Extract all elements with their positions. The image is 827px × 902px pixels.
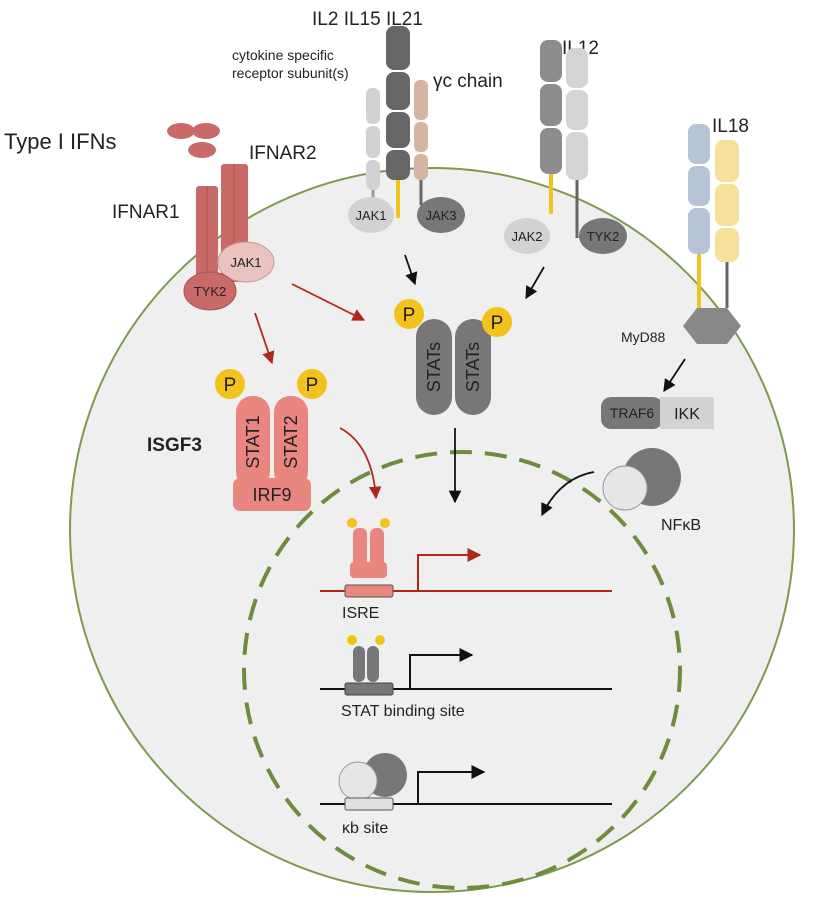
gamma-c-chain-label: γc chain [433,71,503,92]
ifnar-jak1-label: JAK1 [230,255,261,270]
il12-tyk2-label: TYK2 [587,229,620,244]
kb-site-box [344,797,394,811]
stat-site-box [344,682,394,696]
type1-ifns-label: Type I IFNs [4,129,116,154]
isgf3-bound-isre [347,518,390,578]
il12-receptor-beta1 [540,40,562,214]
kb-site-label: κb site [342,820,388,837]
ifn-to-stats-arrow [291,283,366,321]
ifnar2-label: IFNAR2 [249,143,317,164]
gamma-c-chain [414,80,428,205]
il18-receptor-beta [715,140,739,308]
il2-jak1-label: JAK1 [355,208,386,223]
cytokine-specific-subunit-light [366,88,380,205]
ifn-to-isgf3-arrow [254,312,275,365]
il18-label: IL18 [712,116,749,137]
stat1-label: STAT1 [243,415,263,468]
jak3-kinase [417,197,465,233]
svg-text:P: P [306,375,319,396]
il2-to-stats-arrow [404,254,418,286]
cell-membrane [69,167,795,893]
irf9-label: IRF9 [252,485,291,505]
il2-il15-il21-label: IL2 IL15 IL21 [312,9,423,30]
isre-transcription-arrow [417,548,482,591]
isgf3-label: ISGF3 [147,435,202,456]
jak2-label: JAK2 [511,229,542,244]
cytokine-subunit-label-line2: receptor subunit(s) [232,65,349,81]
nfkb-bound [338,753,407,801]
isgf3-phospho-right [297,369,327,399]
isre-label: ISRE [342,605,379,622]
nfkb-to-nucleus-arrow [541,471,595,517]
svg-text:P: P [403,305,416,326]
traf6-box [601,397,663,429]
stats-dimer [416,319,491,415]
myd88-label: MyD88 [621,329,666,345]
stats-left-label: STATs [424,342,444,392]
il18-receptor-alpha [688,124,710,308]
ifnar1-receptor [196,186,218,282]
isgf3-complex [233,396,311,511]
stat2-label: STAT2 [281,415,301,468]
il12-receptor-beta2 [566,48,588,238]
type1-ifn-ligands [167,123,220,158]
stat-dimer-bound [347,635,385,682]
isgf3-phospho-left [215,369,245,399]
stats-phospho-right [482,307,512,337]
jak3-label: JAK3 [425,208,456,223]
il12-tyk2-kinase [579,218,627,254]
myd88-hexagon [683,308,741,344]
traf6-label: TRAF6 [610,405,655,421]
nucleus-envelope [242,450,682,890]
nfkb-complex [602,448,681,511]
stats-right-label: STATs [463,342,483,392]
il12-to-stats-arrow [525,266,545,300]
ifnar1-label: IFNAR1 [112,202,180,223]
stat-binding-site-label: STAT binding site [341,703,465,720]
nfkb-label: NFκB [661,517,701,534]
il2-jak1-kinase [348,197,394,233]
svg-text:P: P [224,375,237,396]
ifnar-tyk2-kinase [183,271,237,311]
kb-transcription-arrow [417,765,486,804]
ifnar-jak1-kinase [217,241,275,283]
stats-phospho-left [394,299,424,329]
ikk-box [660,397,714,429]
ifnar-tyk2-label: TYK2 [194,284,227,299]
cytokine-subunit-label-line1: cytokine specific [232,47,334,63]
svg-text:P: P [491,313,504,334]
isgf3-to-nucleus-arrow [339,427,382,500]
ikk-label: IKK [674,406,700,423]
stat-transcription-arrow [409,648,474,689]
myd88-to-traf6-arrow [663,358,686,393]
jak2-kinase [504,218,550,254]
isre-site-box [344,584,394,598]
cytokine-specific-subunit-dark [386,26,410,218]
